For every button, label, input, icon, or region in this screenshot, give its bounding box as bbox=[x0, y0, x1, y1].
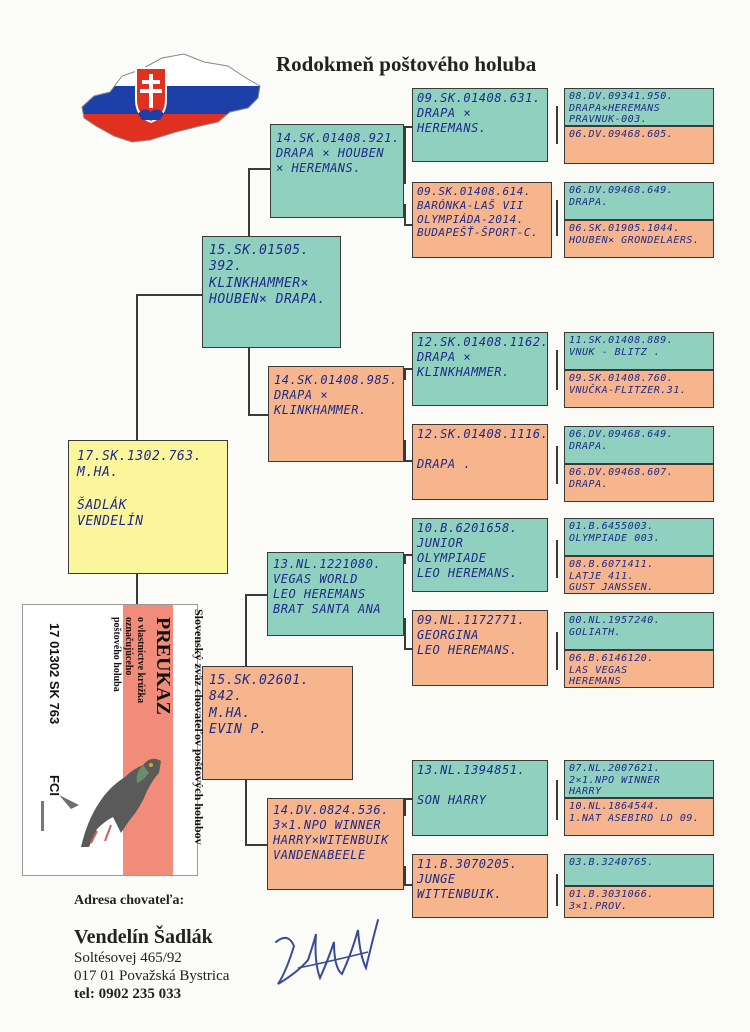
connector-line bbox=[245, 780, 247, 844]
slovakia-flag-map bbox=[81, 53, 261, 143]
owner-name: Vendelín Šadlák bbox=[74, 926, 213, 948]
connector-line bbox=[556, 874, 558, 906]
gen4-box: 03.B.3240765. bbox=[564, 854, 714, 886]
connector-line bbox=[136, 574, 138, 606]
connector-line bbox=[248, 168, 250, 236]
page-title: Rodokmeň poštového holuba bbox=[276, 52, 537, 76]
owner-street: Soltésovej 465/92 bbox=[74, 950, 182, 966]
connector-line bbox=[404, 224, 412, 226]
owner-city: 017 01 Považská Bystrica bbox=[74, 968, 230, 984]
gen3-box: 09.SK.01408.631. DRAPA × HEREMANS. bbox=[412, 88, 548, 162]
gen3-box: 13.NL.1394851. SON HARRY bbox=[412, 760, 548, 836]
connector-line bbox=[136, 294, 138, 442]
dam-dam: 14.DV.0824.536. 3×1.NPO WINNER HARRY×WIT… bbox=[267, 798, 404, 890]
card-organization: Slovenský zväz chovateľov poštových holu… bbox=[192, 609, 206, 845]
gen4-box: 06.DV.09468.649. DRAPA. bbox=[564, 426, 714, 464]
connector-line bbox=[248, 414, 268, 416]
connector-line bbox=[404, 554, 406, 564]
connector-line bbox=[404, 884, 412, 886]
card-mark bbox=[41, 801, 44, 831]
connector-line bbox=[556, 780, 558, 820]
connector-line bbox=[556, 632, 558, 670]
connector-line bbox=[404, 866, 406, 884]
connector-line bbox=[556, 540, 558, 578]
connector-line bbox=[404, 798, 406, 816]
gen4-box: 06.DV.09468.607. DRAPA. bbox=[564, 464, 714, 502]
connector-line bbox=[248, 168, 270, 170]
gen4-box: 10.NL.1864544. 1.NAT ASEBIRD LD 09. bbox=[564, 798, 714, 836]
connector-line bbox=[404, 440, 406, 460]
gen4-box: 07.NL.2007621. 2×1.NPO WINNER HARRY bbox=[564, 760, 714, 798]
gen4-box: 06.DV.09468.605. bbox=[564, 126, 714, 164]
sire-dam: 14.SK.01408.985. DRAPA × KLINKHAMMER. bbox=[268, 366, 404, 462]
sire-sire: 14.SK.01408.921. DRAPA × HOUBEN × HEREMA… bbox=[270, 124, 404, 218]
connector-line bbox=[404, 554, 412, 556]
ring-ownership-card: 17 01302 SK 763 FCI PREUKAZ o vlastníctv… bbox=[22, 604, 206, 876]
connector-line bbox=[404, 798, 412, 800]
connector-line bbox=[556, 350, 558, 390]
signature bbox=[275, 919, 379, 985]
gen3-box: 11.B.3070205. JUNGE WITTENBUIK. bbox=[412, 854, 548, 918]
connector-line bbox=[556, 200, 558, 236]
connector-line bbox=[245, 594, 247, 666]
owner-phone: tel: 0902 235 033 bbox=[74, 986, 182, 1002]
card-subtitle-3: poštového holuba bbox=[111, 617, 122, 692]
gen4-box: 08.DV.09341.950. DRAPA×HEREMANS PRAVNUK-… bbox=[564, 88, 714, 126]
gen3-box: 10.B.6201658. JUNIOR OLYMPIADE LEO HEREM… bbox=[412, 518, 548, 592]
connector-line bbox=[556, 446, 558, 484]
gen4-box: 06.SK.01905.1044. HOUBEN× GRONDELAERS. bbox=[564, 220, 714, 258]
connector-line bbox=[404, 368, 406, 380]
connector-line bbox=[404, 204, 406, 224]
gen3-box: 12.SK.01408.1116. DRAPA . bbox=[412, 424, 548, 500]
card-pink-panel bbox=[123, 605, 173, 875]
pigeon-subject: 17.SK.1302.763. M.HA. ŠADLÁK VENDELÍN bbox=[68, 440, 228, 574]
gen4-box: 06.DV.09468.649. DRAPA. bbox=[564, 182, 714, 220]
pigeon-image bbox=[59, 758, 161, 847]
gen4-box: 01.B.6455003. OLYMPIADE 003. bbox=[564, 518, 714, 556]
dam: 15.SK.02601. 842. M.HA. EVIN P. bbox=[202, 666, 353, 780]
card-subtitle-2: označujúceho bbox=[123, 617, 134, 676]
gen4-box: 01.B.3031066. 3×1.PROV. bbox=[564, 886, 714, 918]
sire: 15.SK.01505. 392. KLINKHAMMER× HOUBEN× D… bbox=[202, 236, 341, 348]
connector-line bbox=[404, 126, 406, 184]
connector-line bbox=[248, 348, 250, 414]
card-heading: PREUKAZ bbox=[152, 617, 174, 715]
dam-sire: 13.NL.1221080. VEGAS WORLD LEO HEREMANS … bbox=[267, 552, 404, 636]
card-ring-number: 17 01302 SK 763 bbox=[47, 623, 62, 725]
connector-line bbox=[404, 126, 412, 128]
gen3-box: 12.SK.01408.1162. DRAPA × KLINKHAMMER. bbox=[412, 332, 548, 406]
gen4-box: 11.SK.01408.889. VNUK - BLITZ . bbox=[564, 332, 714, 370]
connector-line bbox=[245, 844, 267, 846]
connector-line bbox=[245, 594, 267, 596]
gen3-box: 09.SK.01408.614. BARÓNKA-LAŠ VII OLYMPIÁ… bbox=[412, 182, 552, 258]
card-subtitle-1: o vlastníctve krúžka bbox=[135, 617, 146, 704]
gen4-box: 08.B.6071411. LATJE 411. GUST JANSSEN. bbox=[564, 556, 714, 594]
connector-line bbox=[404, 648, 412, 650]
address-label: Adresa chovateľa: bbox=[74, 893, 185, 908]
gen4-box: 09.SK.01408.760. VNUČKA-FLITZER.31. bbox=[564, 370, 714, 408]
connector-line bbox=[404, 368, 412, 370]
connector-line bbox=[556, 106, 558, 144]
connector-line bbox=[404, 460, 412, 462]
connector-line bbox=[404, 618, 406, 648]
connector-line bbox=[136, 294, 204, 296]
gen3-box: 09.NL.1172771. GEORGINA LEO HEREMANS. bbox=[412, 610, 548, 686]
gen4-box: 06.B.6146120. LAS VEGAS HEREMANS bbox=[564, 650, 714, 688]
gen4-box: 00.NL.1957240. GOLIATH. bbox=[564, 612, 714, 650]
